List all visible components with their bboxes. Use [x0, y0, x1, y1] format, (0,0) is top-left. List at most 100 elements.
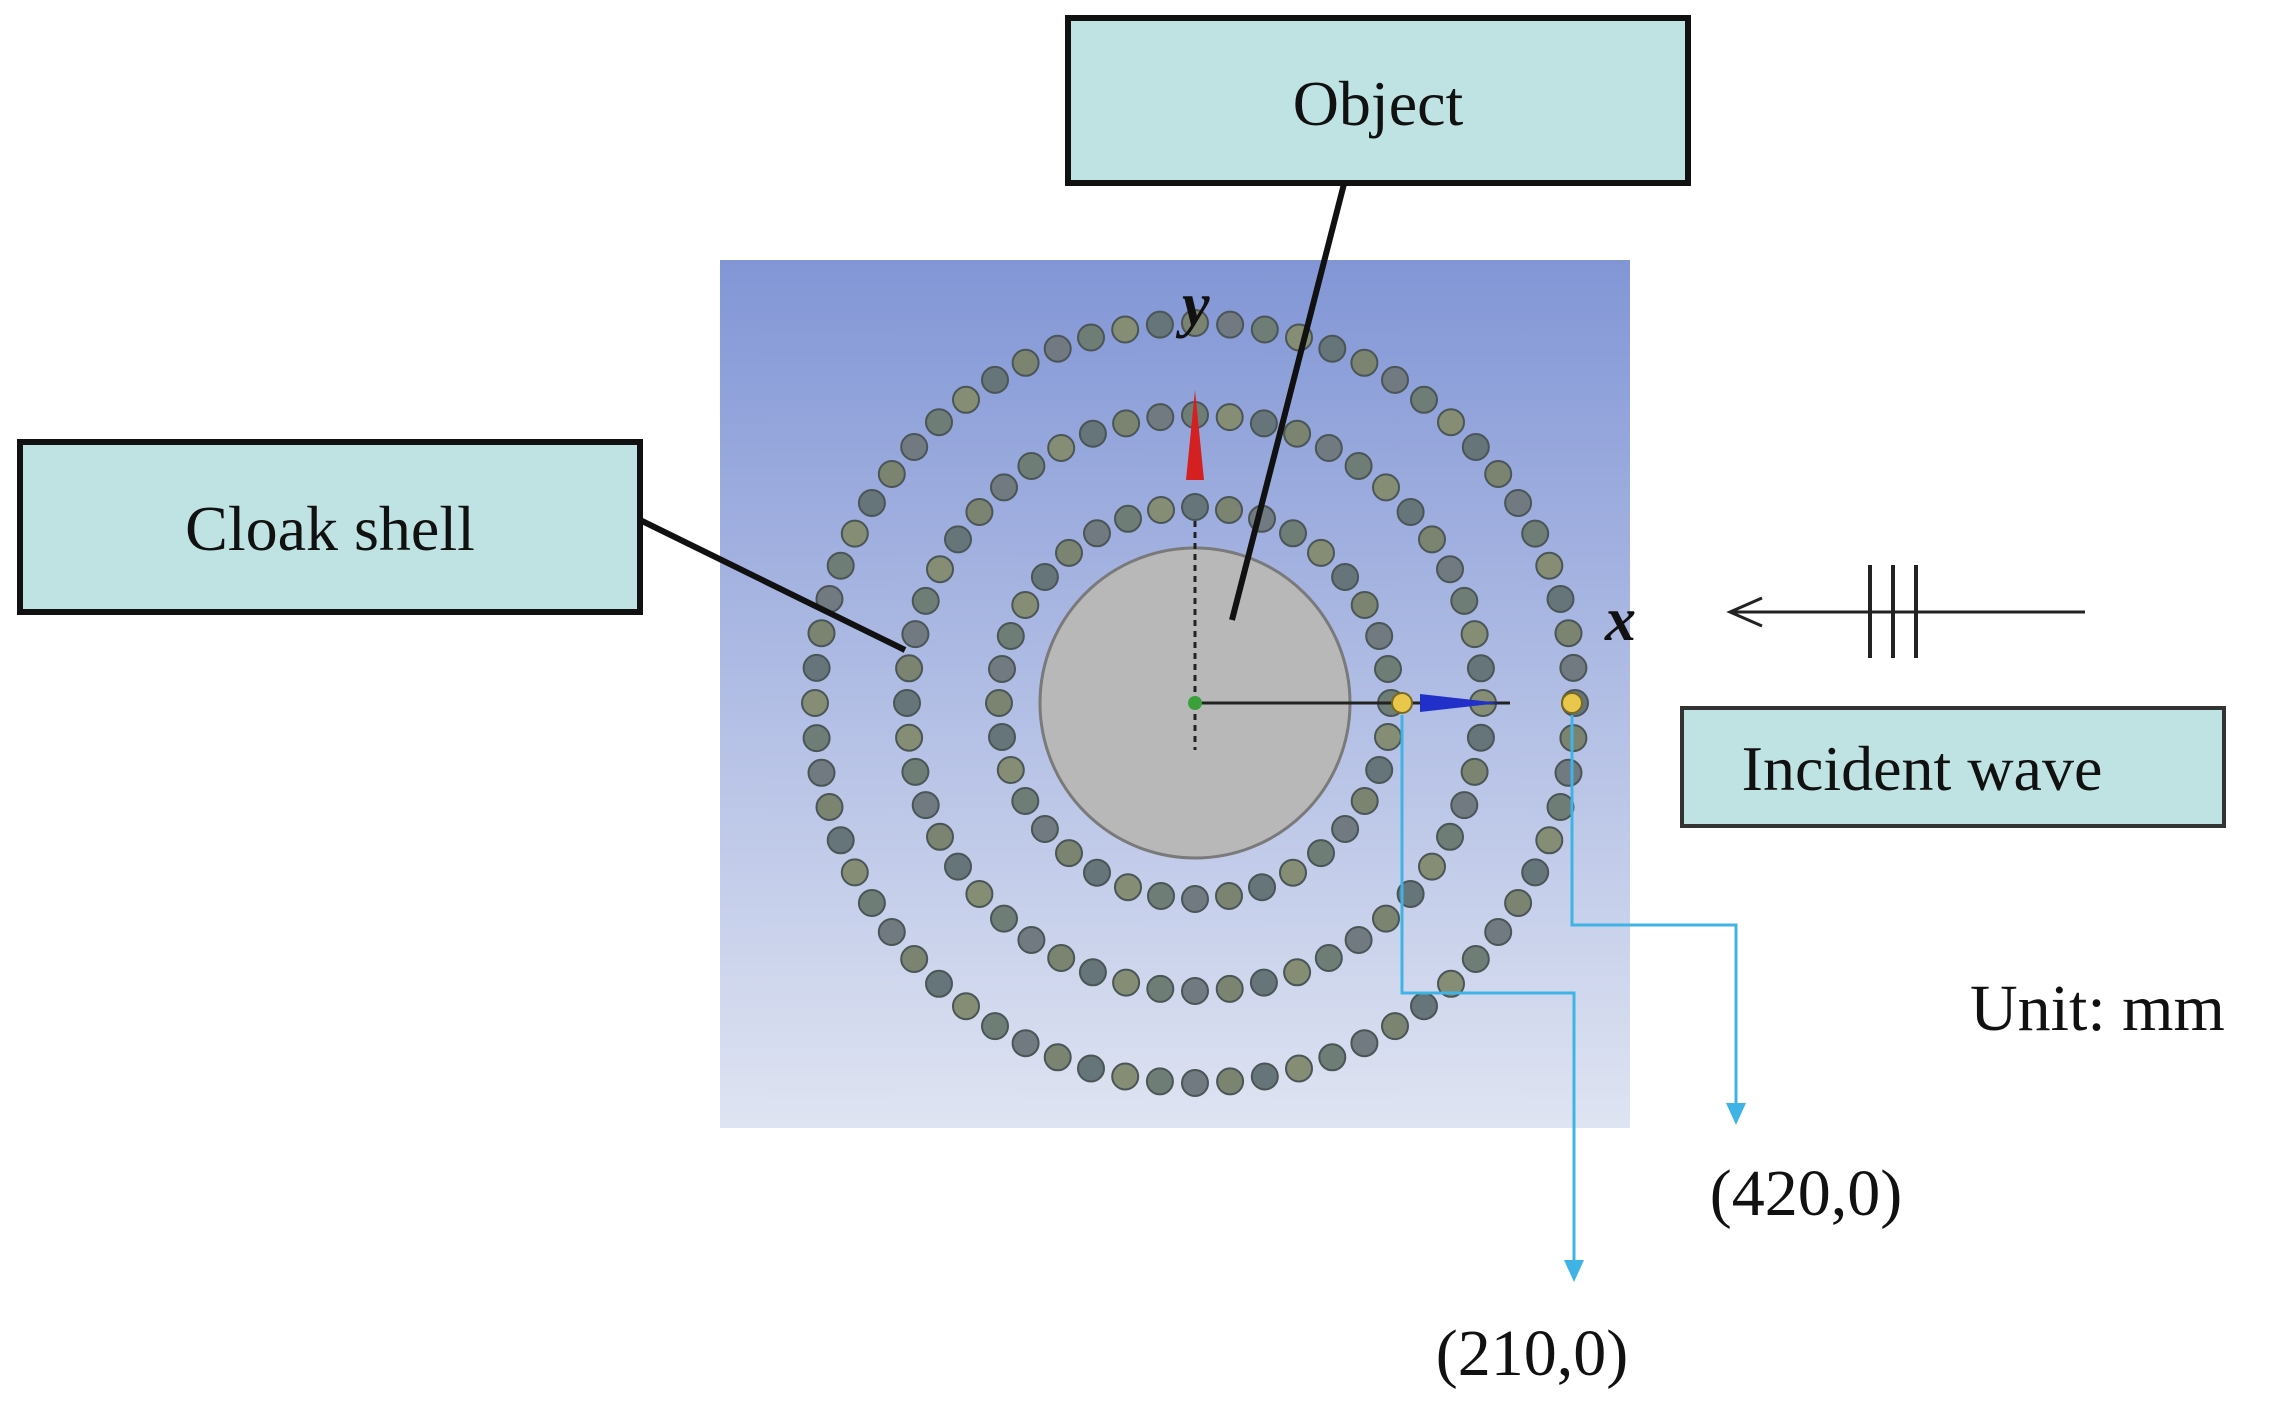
cloak-cell	[1314, 434, 1343, 462]
cloak-cell	[1078, 419, 1107, 448]
cloak-cell	[1350, 591, 1379, 619]
cloak-cell	[1365, 622, 1394, 650]
point-210-label: (210,0)	[1436, 1317, 1628, 1390]
cloak-cell	[1314, 944, 1343, 972]
cloak-cell	[1047, 434, 1076, 462]
cloak-cell	[1147, 882, 1175, 910]
cloak-cell	[1011, 1029, 1040, 1058]
cloak-cell	[1535, 826, 1564, 855]
cloak-cell	[1374, 723, 1402, 751]
cloak-cell	[840, 519, 869, 548]
cloak-cell	[1011, 348, 1040, 377]
cloak-cell	[1460, 620, 1489, 649]
cloak-cell	[926, 555, 954, 584]
cloak-cell	[1466, 723, 1495, 752]
cloak-cell	[1077, 1054, 1105, 1083]
cloak-cell	[996, 756, 1025, 784]
cloak-cell	[1047, 944, 1076, 972]
cloak-cell	[1554, 758, 1583, 787]
cloak-cell	[1146, 974, 1175, 1003]
cloak-cell	[926, 822, 954, 851]
cloak-cell	[1381, 365, 1409, 394]
cloak-cell	[1437, 408, 1465, 437]
cloak-cell	[1372, 904, 1400, 933]
cloak-cell	[1030, 815, 1059, 843]
leader-arrow-420	[1726, 1103, 1746, 1125]
cloak-cell	[1283, 958, 1312, 987]
cloak-cell	[1450, 586, 1479, 615]
incident-wave-arrow-head	[1726, 596, 1763, 628]
cloak-cell	[1350, 348, 1379, 377]
cloak-cell	[802, 724, 831, 753]
object-callout: Object	[1065, 15, 1691, 186]
cloak-cell	[996, 622, 1025, 650]
cloak-cell	[1181, 309, 1209, 337]
y-axis-arrow	[1186, 390, 1204, 480]
cloak-cell	[981, 365, 1009, 394]
cloak-cell	[952, 992, 980, 1021]
cloak-cell	[1181, 493, 1209, 521]
x-axis-arrow	[1420, 694, 1500, 712]
cloak-cell	[807, 619, 836, 648]
cloak-cell	[1248, 873, 1276, 902]
cloak-cell	[1307, 839, 1335, 868]
cloak-cell	[901, 620, 930, 649]
cloak-cell	[1535, 551, 1564, 580]
cloak-cell	[901, 757, 930, 786]
cloak-cell	[1410, 992, 1438, 1021]
cloak-cell	[1111, 1062, 1140, 1091]
cloak-cell	[815, 793, 844, 821]
cloak-cell	[1466, 654, 1495, 683]
cloak-cell	[1043, 1043, 1072, 1072]
cloak-cell	[1504, 489, 1533, 517]
cloak-cell	[877, 918, 906, 946]
cloak-cell	[1216, 310, 1245, 339]
cloak-cell	[965, 880, 994, 908]
cloak-cell	[952, 385, 980, 414]
cloak-cell	[911, 586, 940, 615]
cloak-shell-rings	[801, 309, 1589, 1097]
x-axis-label: x	[1604, 586, 1636, 654]
cloak-cell	[857, 489, 886, 517]
cloak-cell	[1285, 1054, 1313, 1083]
unit-label: Unit: mm	[1970, 972, 2225, 1045]
cloak-cell	[893, 689, 921, 717]
cloak-cell	[900, 433, 929, 461]
cloak-cell	[1554, 619, 1583, 648]
cloak-shell-callout: Cloak shell	[17, 439, 643, 615]
cloak-cell	[965, 498, 994, 526]
cloak-cell	[1111, 315, 1140, 344]
cloak-cell	[1250, 315, 1279, 344]
point-210-marker	[1391, 692, 1413, 714]
cloak-cell	[1043, 334, 1072, 363]
cloak-cell	[925, 969, 953, 998]
cloak-cell	[1147, 496, 1175, 524]
cloak-cell	[1418, 852, 1446, 881]
cloak-cell	[911, 791, 940, 820]
cloak-cell	[1181, 1069, 1209, 1097]
cloak-cell	[1350, 787, 1379, 815]
cloak-cell	[807, 758, 836, 787]
cloak-cell	[1331, 563, 1360, 591]
cloak-cell	[1521, 519, 1550, 548]
cloak-cell	[1083, 858, 1111, 887]
cloak-cell	[1181, 885, 1209, 913]
cloak-cell	[1461, 945, 1490, 973]
cloak-cell	[1396, 498, 1425, 526]
cloak-cell	[1083, 519, 1111, 548]
cloak-cell	[1181, 977, 1209, 1005]
cloak-cell	[1216, 1067, 1245, 1096]
cloak-cell	[1350, 1029, 1379, 1058]
cloak-cell	[1250, 1062, 1279, 1091]
origin-marker	[1188, 696, 1202, 710]
cloak-cell	[801, 689, 829, 717]
cloak-cell	[1374, 655, 1402, 683]
cloak-cell	[1410, 385, 1438, 414]
cloak-cell	[1546, 793, 1575, 821]
cloak-cell	[1283, 419, 1312, 448]
cloak-cell	[1331, 815, 1360, 843]
cloak-cell	[1279, 858, 1307, 887]
cloak-cell	[1017, 926, 1046, 954]
cloak-cell	[1318, 1043, 1347, 1072]
